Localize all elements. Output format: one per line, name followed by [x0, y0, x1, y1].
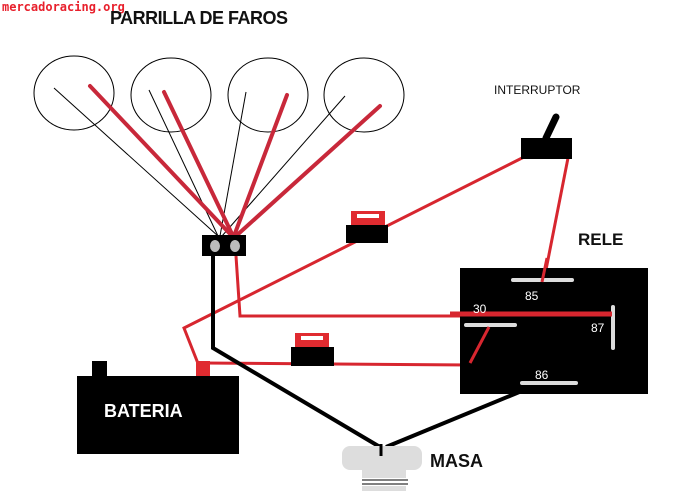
fuse-2: [291, 333, 334, 366]
connector-block: [202, 235, 246, 256]
headlight-4: [323, 57, 405, 133]
battery-label: BATERIA: [104, 401, 183, 421]
switch-label: INTERRUPTOR: [494, 83, 581, 97]
headlight-3: [227, 57, 309, 133]
relay-pin-30: 30: [473, 302, 487, 316]
relay-pin-86: 86: [535, 368, 549, 382]
switch-symbol: [521, 113, 572, 159]
relay-box: [450, 257, 648, 394]
relay-pin-85: 85: [525, 289, 539, 303]
relay-label: RELE: [578, 230, 624, 249]
ground-label: MASA: [430, 451, 483, 471]
diagram-title: PARRILLA DE FAROS: [110, 8, 288, 28]
relay-pin-87: 87: [591, 321, 605, 335]
headlight-1: [33, 55, 115, 131]
ground-symbol: [342, 444, 422, 491]
battery-symbol: [77, 361, 239, 454]
watermark: mercadoracing.org: [2, 0, 125, 14]
fuse-1: [346, 211, 388, 243]
headlight-2: [130, 57, 212, 133]
positive-headlight-wires: [88, 84, 382, 238]
